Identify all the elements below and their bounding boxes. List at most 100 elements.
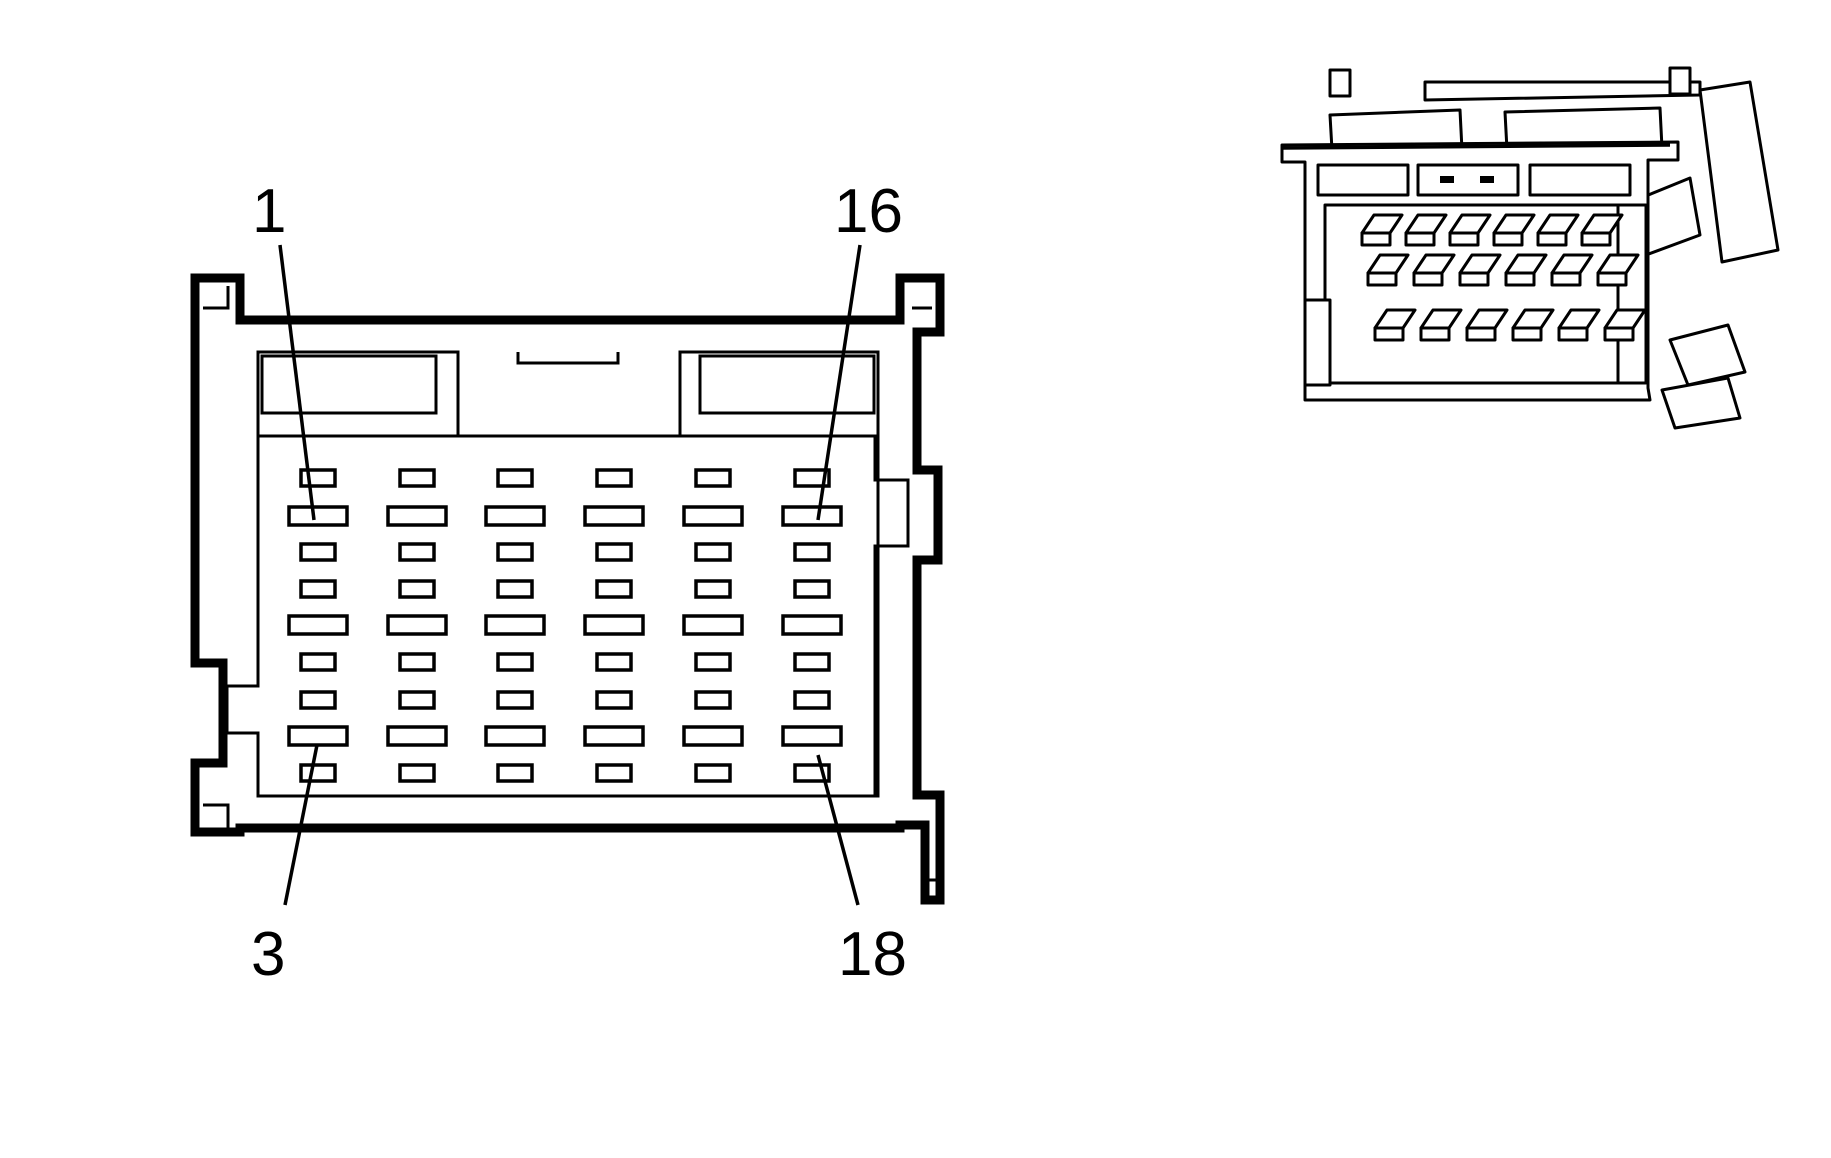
cavity-r1-c4: [595, 468, 633, 488]
iso-terminal-face-r1-1: [1360, 231, 1392, 247]
cavity-r2-c1: [287, 505, 349, 527]
cavity-r6-c4: [595, 652, 633, 672]
latch-window-left: [260, 354, 438, 415]
cavity-r8-c4: [583, 725, 645, 747]
cavity-r1-c6: [793, 468, 831, 488]
latch-window-right: [698, 354, 876, 415]
cavity-r4-c4: [595, 579, 633, 599]
cavity-r4-c6: [793, 579, 831, 599]
iso-center-window: [1416, 163, 1520, 197]
cavity-r8-c1: [287, 725, 349, 747]
cavity-r2-c6: [781, 505, 843, 527]
iso-terminal-face-r1-3: [1448, 231, 1480, 247]
cavity-r9-c2: [398, 763, 436, 783]
cavity-r9-c4: [595, 763, 633, 783]
cavity-r7-c5: [694, 690, 732, 710]
iso-window-right: [1528, 163, 1632, 197]
pin-label-16: 16: [834, 177, 903, 246]
cavity-r2-c2: [386, 505, 448, 527]
cavity-r6-c3: [496, 652, 534, 672]
pin-label-1: 1: [252, 177, 286, 246]
cavity-r8-c2: [386, 725, 448, 747]
iso-side-body: [1698, 80, 1780, 264]
iso-front-top-edge: [1281, 143, 1671, 150]
cavity-r4-c1: [299, 579, 337, 599]
iso-terminal-face-r2-4: [1504, 271, 1536, 287]
leader-line-pin-1: [278, 244, 316, 521]
iso-terminal-face-r3-3: [1465, 326, 1497, 342]
cavity-grid: [287, 468, 843, 783]
cavity-r6-c5: [694, 652, 732, 672]
pin-label-3: 3: [251, 920, 285, 989]
cavity-r3-c1: [299, 542, 337, 562]
iso-terminal-face-r2-5: [1550, 271, 1582, 287]
cavity-r3-c4: [595, 542, 633, 562]
iso-right-rail: [1616, 203, 1648, 385]
cavity-r3-c3: [496, 542, 534, 562]
cavity-r4-c3: [496, 579, 534, 599]
cavity-r1-c5: [694, 468, 732, 488]
iso-terminal-face-r1-4: [1492, 231, 1524, 247]
iso-top-left-post: [1328, 68, 1352, 98]
cavity-r5-c1: [287, 614, 349, 636]
leader-line-pin-3: [283, 744, 319, 906]
housing-outer-outline: [190, 273, 945, 905]
iso-left-rail: [1303, 298, 1332, 387]
iso-terminal-face-r3-6: [1603, 326, 1635, 342]
cavity-r5-c5: [682, 614, 744, 636]
iso-top-right-post: [1668, 66, 1692, 96]
cavity-r8-c3: [484, 725, 546, 747]
cavity-r9-c1: [299, 763, 337, 783]
cavity-r6-c1: [299, 652, 337, 672]
cavity-r5-c3: [484, 614, 546, 636]
housing-top-left-tab: [203, 286, 230, 310]
connector-isometric-view: [1280, 66, 1780, 430]
connector-face-view: 1 16 3 18: [190, 177, 945, 989]
cavity-r9-c5: [694, 763, 732, 783]
iso-terminal-face-r2-1: [1366, 271, 1398, 287]
cavity-r2-c4: [583, 505, 645, 527]
cavity-r4-c2: [398, 579, 436, 599]
cavity-r3-c6: [793, 542, 831, 562]
cavity-r8-c5: [682, 725, 744, 747]
iso-terminal-face-r1-5: [1536, 231, 1568, 247]
iso-terminal-face-r2-3: [1458, 271, 1490, 287]
cavity-r5-c2: [386, 614, 448, 636]
iso-terminal-face-r1-6: [1580, 231, 1612, 247]
iso-center-key-b: [1480, 176, 1494, 183]
leader-line-pin-16: [816, 244, 862, 521]
iso-terminal-face-r3-1: [1373, 326, 1405, 342]
iso-terminal-face-r2-6: [1596, 271, 1628, 287]
iso-window-left: [1316, 163, 1410, 197]
cavity-r2-c3: [484, 505, 546, 527]
iso-center-key-a: [1440, 176, 1454, 183]
iso-terminal-face-r1-2: [1404, 231, 1436, 247]
cavity-r4-c5: [694, 579, 732, 599]
iso-terminal-face-r3-5: [1557, 326, 1589, 342]
cavity-r5-c6: [781, 614, 843, 636]
iso-terminal-rows: [1360, 213, 1647, 342]
cavity-r7-c6: [793, 690, 831, 710]
cavity-r5-c4: [583, 614, 645, 636]
cavity-r3-c2: [398, 542, 436, 562]
iso-terminal-face-r3-4: [1511, 326, 1543, 342]
iso-terminal-face-r2-2: [1412, 271, 1444, 287]
cavity-r6-c6: [793, 652, 831, 672]
cavity-r1-c3: [496, 468, 534, 488]
housing-bottom-left-tab: [203, 803, 230, 828]
cavity-r7-c4: [595, 690, 633, 710]
leader-line-pin-18: [816, 754, 860, 906]
cavity-r9-c3: [496, 763, 534, 783]
cavity-r7-c2: [398, 690, 436, 710]
cavity-r7-c1: [299, 690, 337, 710]
cavity-r8-c6: [781, 725, 843, 747]
cavity-r3-c5: [694, 542, 732, 562]
cavity-field-outline: [258, 434, 910, 796]
pin-label-18: 18: [838, 920, 907, 989]
cavity-r1-c2: [398, 468, 436, 488]
iso-side-lower: [1668, 323, 1747, 387]
iso-top-ridge: [1423, 80, 1702, 102]
cavity-r7-c3: [496, 690, 534, 710]
iso-terminal-face-r3-2: [1419, 326, 1451, 342]
